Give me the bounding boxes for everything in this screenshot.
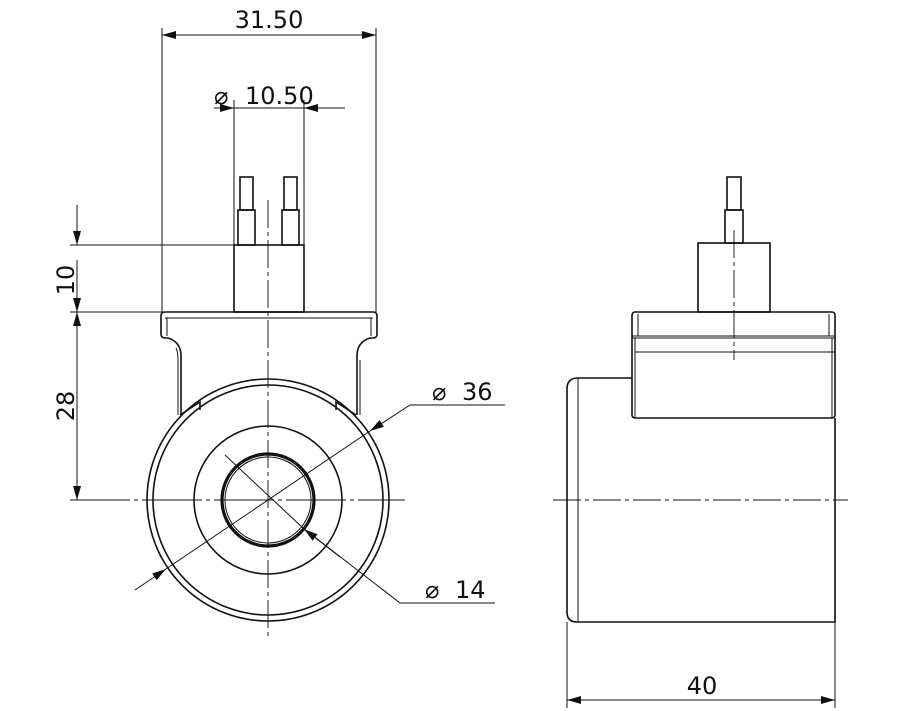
side-body (566, 377, 836, 623)
side-cap (631, 311, 836, 419)
diameter-symbol: ⌀ (432, 378, 446, 406)
diameter-symbol: ⌀ (214, 82, 228, 110)
right-pin-base (281, 209, 300, 246)
left-pin-tip (239, 176, 254, 211)
side-view (553, 176, 848, 623)
bracket-left (160, 311, 182, 415)
front-dimensions: 31.50 ⌀ 10.50 10 28 ⌀ 36 ⌀ 14 (52, 6, 505, 604)
bracket-detail (165, 317, 373, 415)
right-pin-tip (283, 176, 298, 211)
terminal-block (233, 244, 305, 313)
dim-bore-diameter: 14 (455, 576, 486, 604)
outer-circle (146, 378, 390, 622)
dim-body-length: 40 (687, 672, 718, 700)
cap-lines (632, 314, 835, 418)
side-dimensions: 40 (566, 622, 836, 708)
bore-circle (220, 452, 316, 548)
dim-overall-width: 31.50 (235, 6, 304, 34)
diameter-symbol: ⌀ (425, 576, 439, 604)
side-pin-tip (726, 176, 742, 211)
bracket-right (165, 311, 378, 415)
outer-circle-inner (152, 384, 384, 616)
dim-pin-spacing: 10.50 (245, 82, 314, 110)
left-pin-base (237, 209, 256, 246)
bore-inner-circle (224, 456, 312, 544)
dim-outer-diameter: 36 (462, 378, 493, 406)
front-view (70, 176, 405, 640)
coil-circle (193, 425, 343, 575)
dim-center-height: 28 (52, 391, 80, 422)
dim-terminal-height: 10 (52, 265, 80, 296)
